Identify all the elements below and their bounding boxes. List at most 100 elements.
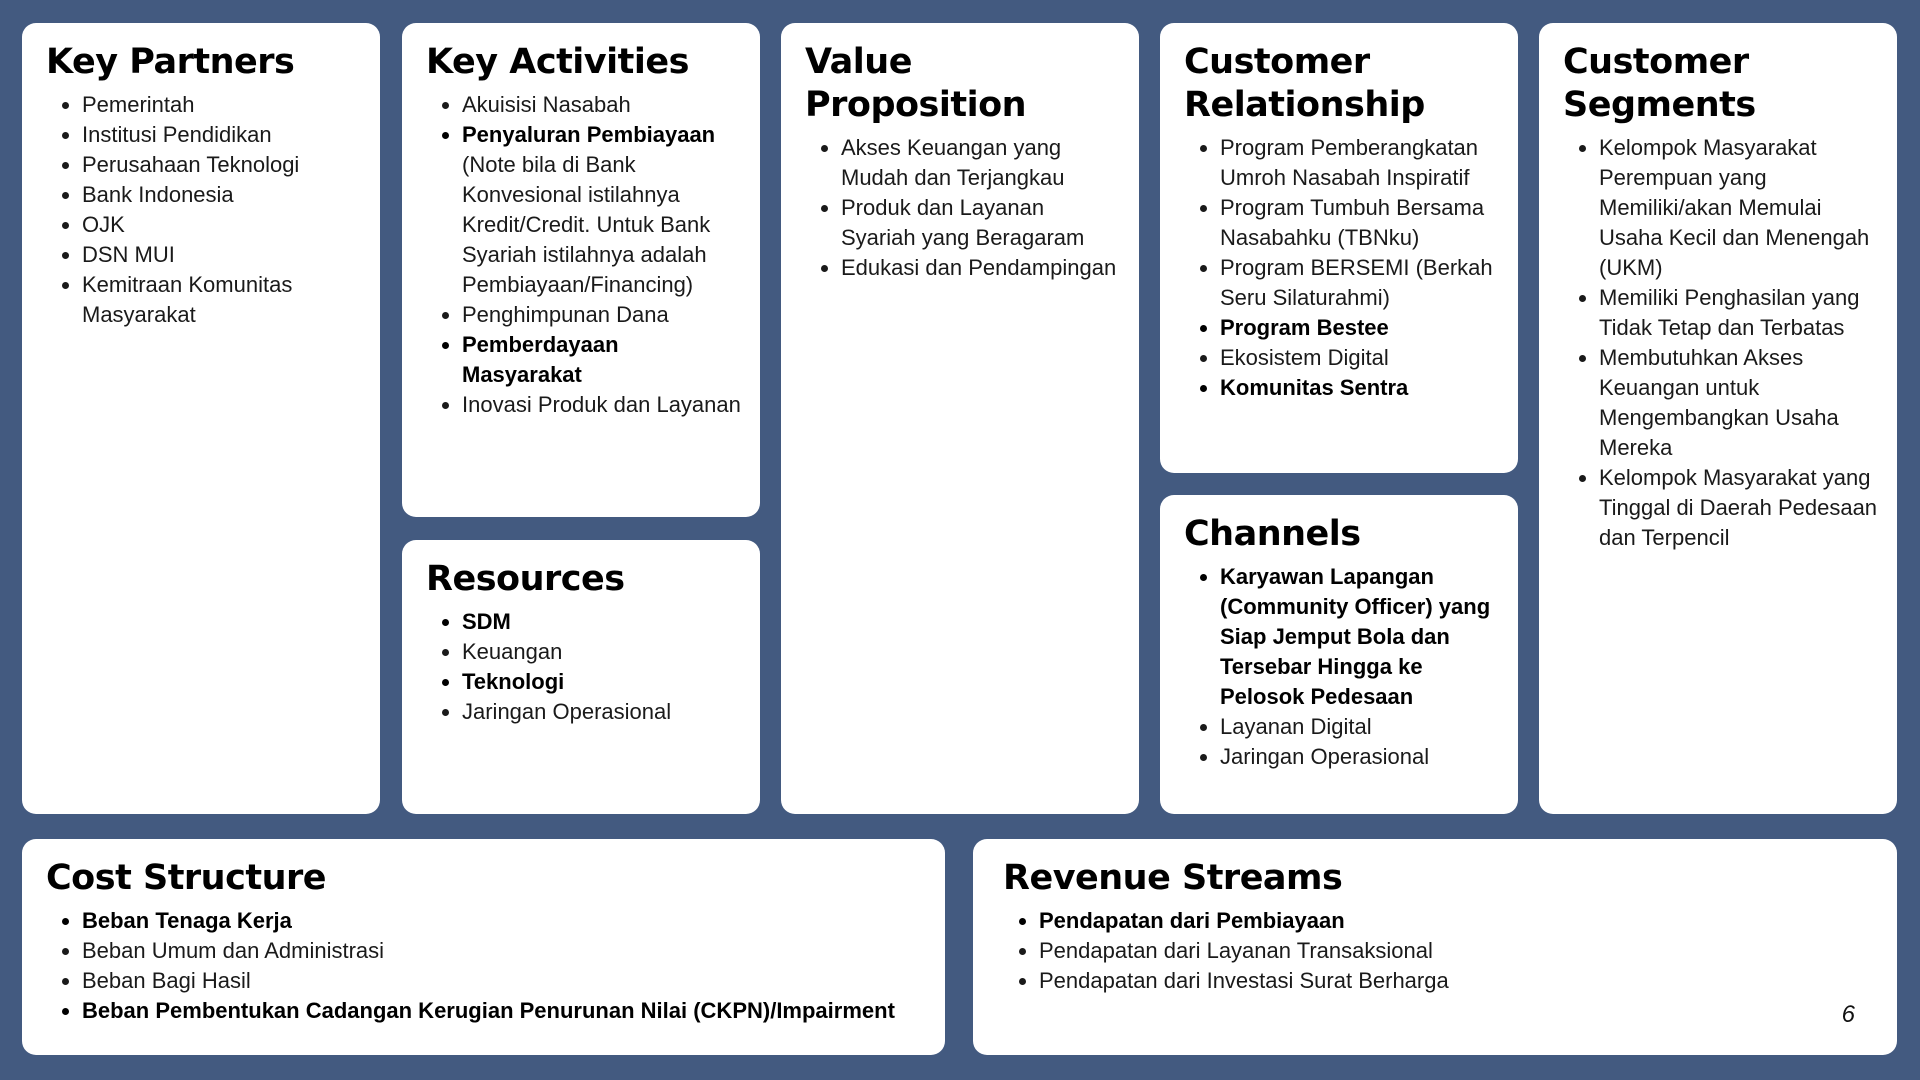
channels-list: Karyawan Lapangan (Community Officer) ya… [1184,562,1500,772]
list-item: Penghimpunan Dana [462,300,742,330]
channels-card: Channels Karyawan Lapangan (Community Of… [1160,495,1518,814]
list-item: Pemberdayaan Masyarakat [462,330,742,390]
list-item-text: Penyaluran Pembiayaan [462,122,716,147]
page-number: 6 [1841,1001,1855,1028]
list-item: Penyaluran Pembiayaan (Note bila di Bank… [462,120,742,300]
list-item: Pendapatan dari Investasi Surat Berharga [1039,966,1879,996]
key-activities-list: Akuisisi NasabahPenyaluran Pembiayaan (N… [426,90,742,420]
revenue-streams-card: Revenue Streams Pendapatan dari Pembiaya… [973,839,1897,1055]
cost-structure-list: Beban Tenaga KerjaBeban Umum dan Adminis… [46,906,927,1026]
list-item: Kelompok Masyarakat yang Tinggal di Daer… [1599,463,1879,553]
list-item-text: Teknologi [462,669,565,694]
resources-card: Resources SDM KeuanganTeknologiJaringan O… [402,540,760,814]
list-item-text: Bank Indonesia [82,182,234,207]
list-item: Pendapatan dari Layanan Transaksional [1039,936,1879,966]
list-item-text: Pendapatan dari Pembiayaan [1039,908,1345,933]
list-item: Beban Pembentukan Cadangan Kerugian Penu… [82,996,927,1026]
list-item-text: Pendapatan dari Layanan Transaksional [1039,938,1433,963]
resources-title: Resources [426,559,625,599]
cost-structure-title: Cost Structure [46,858,327,898]
customer-segments-title: Customer Segments [1563,42,1756,125]
list-item: Jaringan Operasional [462,697,742,727]
list-item-text: Beban Bagi Hasil [82,968,251,993]
list-item: Edukasi dan Pendampingan [841,253,1121,283]
list-item-text: Akuisisi Nasabah [462,92,631,117]
list-item: Bank Indonesia [82,180,362,210]
list-item-text: Pemberdayaan Masyarakat [462,332,619,387]
key-activities-card: Key Activities Akuisisi NasabahPenyalura… [402,23,760,517]
list-item-text: Penghimpunan Dana [462,302,669,327]
list-item-text: Jaringan Operasional [462,699,672,724]
list-item-note: (Note bila di Bank Konvesional istilahny… [462,152,711,297]
list-item-text: Keuangan [462,639,563,664]
value-proposition-title: Value Proposition [805,42,1027,125]
value-proposition-list: Akses Keuangan yang Mudah dan Terjangkau… [805,133,1121,283]
resources-list: SDM KeuanganTeknologiJaringan Operasional [426,607,742,727]
list-item-text: Jaringan Operasional [1220,744,1430,769]
list-item-text: Memiliki Penghasilan yang Tidak Tetap da… [1599,285,1860,340]
list-item: Kelompok Masyarakat Perempuan yang Memil… [1599,133,1879,283]
list-item: Beban Umum dan Administrasi [82,936,927,966]
value-proposition-card: Value Proposition Akses Keuangan yang Mu… [781,23,1139,814]
list-item: Akses Keuangan yang Mudah dan Terjangkau [841,133,1121,193]
customer-relationship-title: Customer Relationship [1184,42,1425,125]
customer-segments-card: Customer Segments Kelompok Masyarakat Pe… [1539,23,1897,814]
list-item: Inovasi Produk dan Layanan [462,390,742,420]
list-item: Program Pemberangkatan Umroh Nasabah Ins… [1220,133,1500,193]
list-item-text: Pendapatan dari Investasi Surat Berharga [1039,968,1449,993]
list-item: Perusahaan Teknologi [82,150,362,180]
list-item: Kemitraan Komunitas Masyarakat [82,270,362,330]
list-item: Keuangan [462,637,742,667]
list-item-text: Komunitas Sentra [1220,375,1409,400]
list-item: Produk dan Layanan Syariah yang Beragara… [841,193,1121,253]
list-item: Program Tumbuh Bersama Nasabahku (TBNku) [1220,193,1500,253]
list-item: Akuisisi Nasabah [462,90,742,120]
list-item: Beban Tenaga Kerja [82,906,927,936]
list-item: Program Bestee [1220,313,1500,343]
list-item-text: Pemerintah [82,92,195,117]
revenue-streams-list: Pendapatan dari PembiayaanPendapatan dar… [1003,906,1879,996]
list-item: Jaringan Operasional [1220,742,1500,772]
list-item-text: Inovasi Produk dan Layanan [462,392,741,417]
list-item-text: Akses Keuangan yang Mudah dan Terjangkau [841,135,1065,190]
list-item-text: Program Tumbuh Bersama Nasabahku (TBNku) [1220,195,1485,250]
list-item: Karyawan Lapangan (Community Officer) ya… [1220,562,1500,712]
list-item-text: Karyawan Lapangan (Community Officer) ya… [1220,564,1491,709]
list-item-text: SDM [462,609,511,634]
key-activities-title: Key Activities [426,42,689,82]
list-item-text: Program Bestee [1220,315,1389,340]
list-item-text: Ekosistem Digital [1220,345,1389,370]
list-item-text: Edukasi dan Pendampingan [841,255,1117,280]
key-partners-list: PemerintahInstitusi PendidikanPerusahaan… [46,90,362,330]
list-item: Memiliki Penghasilan yang Tidak Tetap da… [1599,283,1879,343]
list-item: DSN MUI [82,240,362,270]
list-item-text: OJK [82,212,125,237]
list-item: Layanan Digital [1220,712,1500,742]
customer-segments-list: Kelompok Masyarakat Perempuan yang Memil… [1563,133,1879,553]
list-item-text: Beban Pembentukan Cadangan Kerugian Penu… [82,998,895,1023]
list-item-text: Institusi Pendidikan [82,122,272,147]
list-item: Institusi Pendidikan [82,120,362,150]
key-partners-title: Key Partners [46,42,295,82]
list-item: Pendapatan dari Pembiayaan [1039,906,1879,936]
customer-relationship-card: Customer Relationship Program Pemberangk… [1160,23,1518,473]
cost-structure-card: Cost Structure Beban Tenaga KerjaBeban U… [22,839,945,1055]
list-item-text: Beban Umum dan Administrasi [82,938,385,963]
channels-title: Channels [1184,514,1361,554]
list-item: Pemerintah [82,90,362,120]
list-item: Komunitas Sentra [1220,373,1500,403]
revenue-streams-title: Revenue Streams [1003,858,1343,898]
list-item-text: Kelompok Masyarakat yang Tinggal di Daer… [1599,465,1878,550]
key-partners-card: Key Partners PemerintahInstitusi Pendidi… [22,23,380,814]
list-item-text: Perusahaan Teknologi [82,152,300,177]
list-item-text: Program BERSEMI (Berkah Seru Silaturahmi… [1220,255,1493,310]
list-item: Membutuhkan Akses Keuangan untuk Mengemb… [1599,343,1879,463]
list-item: OJK [82,210,362,240]
list-item-text: Produk dan Layanan Syariah yang Beragara… [841,195,1085,250]
list-item-text: Membutuhkan Akses Keuangan untuk Mengemb… [1599,345,1839,460]
list-item-text: Layanan Digital [1220,714,1372,739]
list-item: Beban Bagi Hasil [82,966,927,996]
list-item: Ekosistem Digital [1220,343,1500,373]
list-item-text: Kelompok Masyarakat Perempuan yang Memil… [1599,135,1870,280]
list-item-text: Beban Tenaga Kerja [82,908,292,933]
